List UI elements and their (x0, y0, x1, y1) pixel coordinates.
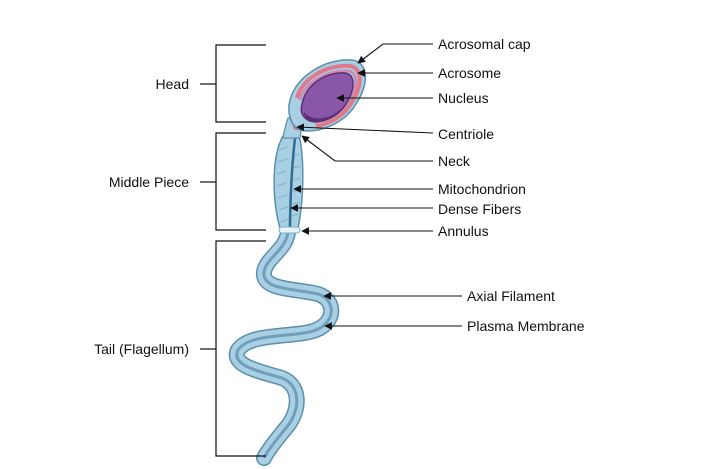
sperm-cell-illustration (228, 59, 366, 466)
label-nucleus: Nucleus (438, 90, 489, 106)
tail-membrane-fill (230, 225, 338, 465)
label-acrosome: Acrosome (438, 65, 501, 81)
middle-piece-axial-filament (288, 129, 298, 233)
region-label-middle-piece: Middle Piece (109, 174, 189, 190)
leader-centriole (296, 123, 434, 134)
label-annulus: Annulus (438, 223, 489, 239)
annulus-ring (278, 226, 301, 234)
leader-acrosomal-cap (357, 43, 433, 64)
region-label-tail: Tail (Flagellum) (94, 341, 189, 357)
middle-piece-body (273, 130, 304, 229)
tail-bracket (200, 240, 266, 457)
label-neck: Neck (438, 153, 471, 169)
nucleus-shade (304, 108, 342, 122)
nucleus (300, 72, 354, 123)
tail-axial-filament (235, 231, 333, 459)
label-acrosomal-cap: Acrosomal cap (438, 36, 531, 52)
label-centriole: Centriole (438, 126, 494, 142)
head-bracket (200, 44, 266, 123)
leader-neck (301, 135, 433, 162)
region-label-head: Head (156, 76, 189, 92)
label-plasma-membrane: Plasma Membrane (467, 318, 585, 334)
middle-piece-bracket (200, 132, 266, 231)
label-axial-filament: Axial Filament (467, 288, 555, 304)
label-dense-fibers: Dense Fibers (438, 201, 521, 217)
label-mitochondrion: Mitochondrion (438, 181, 526, 197)
